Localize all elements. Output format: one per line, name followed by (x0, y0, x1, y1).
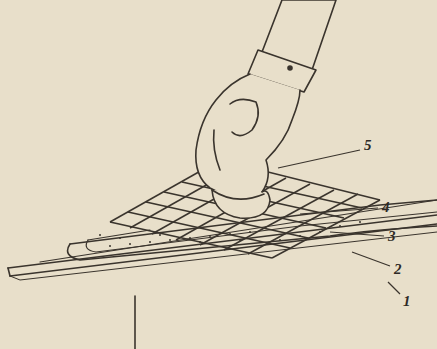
callout-number: 3 (388, 229, 396, 244)
callout-number: 4 (382, 200, 390, 215)
callout-number: 5 (364, 138, 372, 153)
callout-number: 1 (403, 294, 411, 309)
callout-number: 2 (394, 262, 402, 277)
